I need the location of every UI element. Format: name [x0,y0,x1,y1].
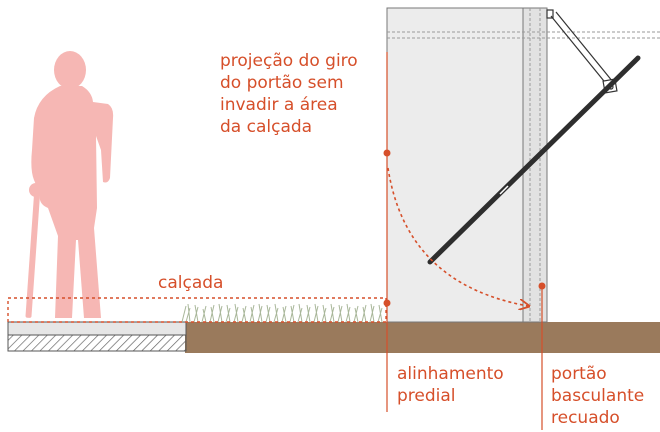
tilting-gate-leaf [427,55,641,265]
sidewalk-label: calçada [158,273,224,293]
swing-projection-arc [387,167,528,306]
gate-arm-mechanism [546,9,618,94]
gate-label: portão basculante recuado [551,364,645,428]
elderly-person-with-cane-icon [25,51,114,318]
gate-pivot [499,185,509,195]
gate-leader-dot [538,282,546,290]
sidewalk-area-outline [7,297,387,323]
ground-soil [185,322,660,353]
property-line-label: alinhamento predial [397,364,504,406]
swing-projection-label: projeção do giro do portão sem invadir a… [220,51,358,137]
property-line-dot [383,299,391,307]
property-wall [386,7,524,323]
sidewalk-base-hatch [7,334,187,352]
property-line-dot [383,149,391,157]
grass-icon [181,303,383,323]
sidewalk-slab [7,321,187,336]
